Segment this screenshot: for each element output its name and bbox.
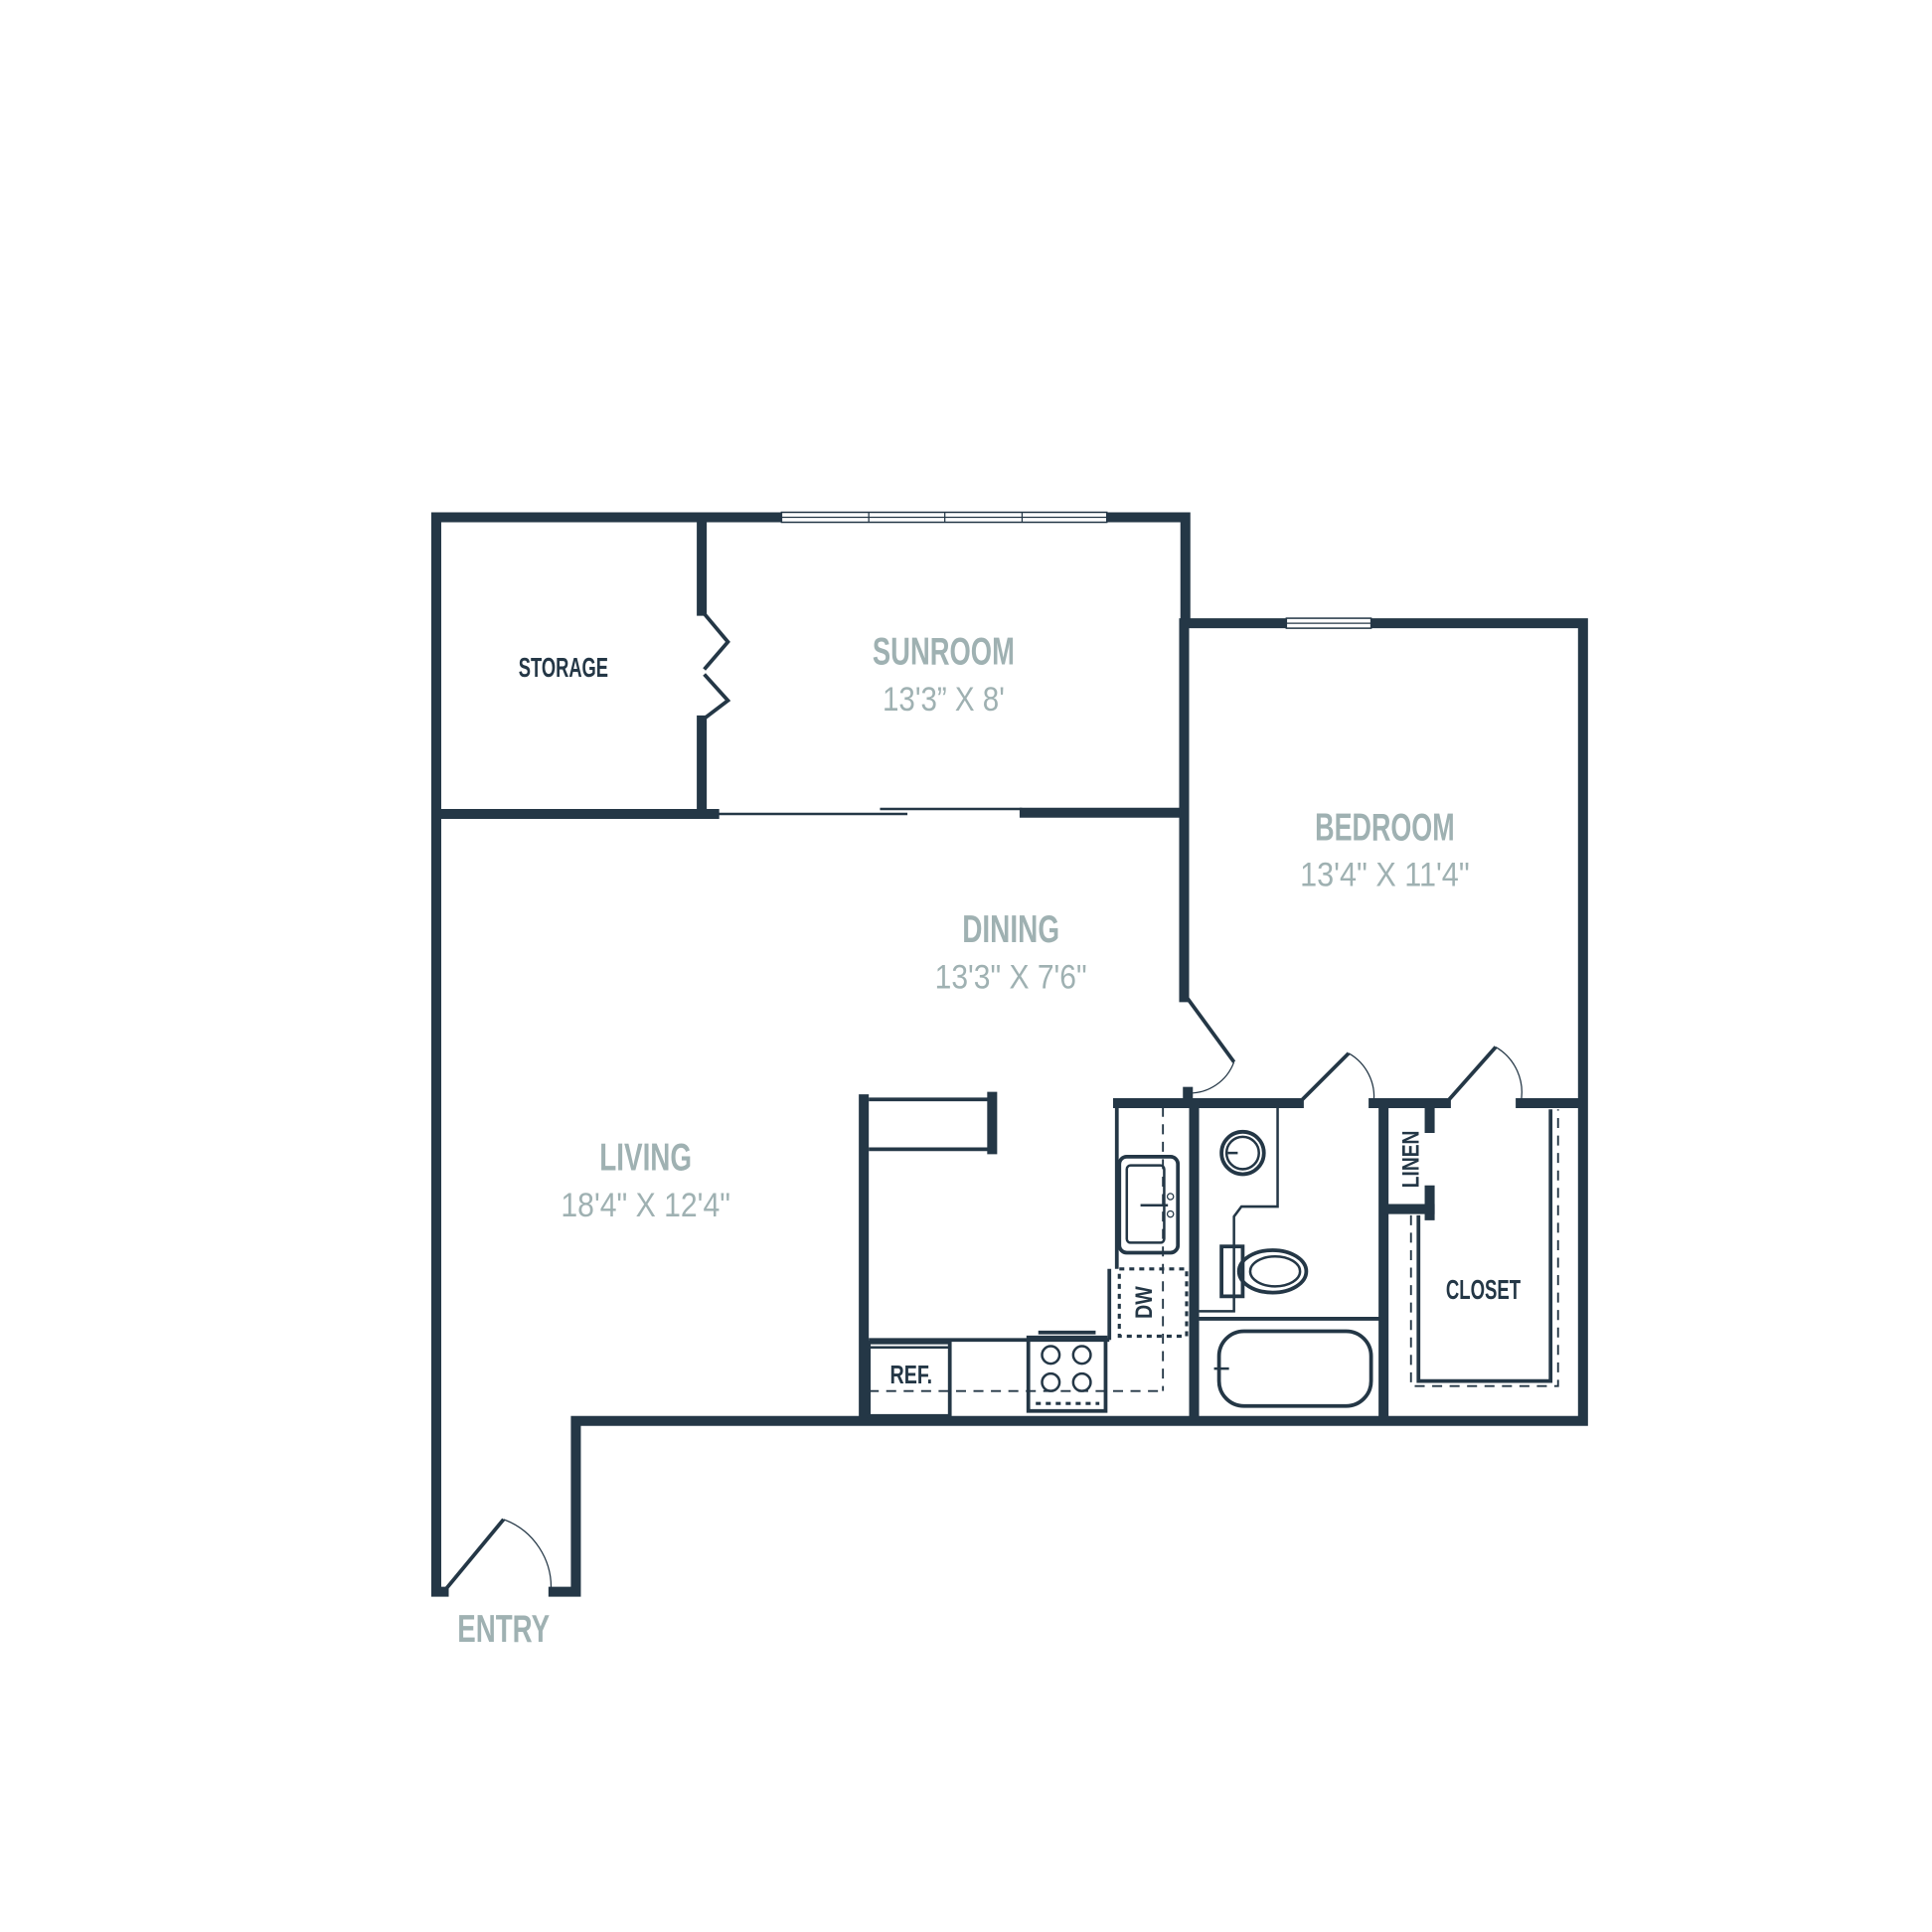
interior-walls: [435, 517, 1583, 1421]
bedroom-door[interactable]: [1185, 996, 1236, 1094]
storage-label: STORAGE: [519, 652, 608, 683]
sunroom-window: [780, 511, 1108, 524]
refrigerator: [867, 1340, 952, 1418]
entry-door[interactable]: [442, 1518, 553, 1593]
bedroom-window: [1285, 617, 1372, 629]
living-label: LIVING: [599, 1137, 692, 1180]
storage-bifold-door[interactable]: [700, 609, 731, 723]
sunroom-dimensions: 13'3” X 8': [883, 681, 1005, 719]
kitchen-sink: [1117, 1155, 1181, 1255]
bathtub: [1199, 1317, 1381, 1408]
stove: [1026, 1330, 1108, 1413]
dishwasher-label: DW: [1131, 1286, 1158, 1319]
dining-dimensions: 13'3" X 7'6": [935, 959, 1087, 997]
dining-label: DINING: [962, 908, 1059, 951]
bedroom-dimensions: 13'4" X 11'4": [1300, 857, 1470, 894]
bathroom-vanity: [1199, 1101, 1279, 1313]
closet-label: CLOSET: [1446, 1274, 1521, 1305]
linen-label: LINEN: [1397, 1131, 1424, 1189]
bedroom-label: BEDROOM: [1315, 806, 1454, 849]
kitchen-counter-outline: [869, 1106, 1165, 1392]
exterior-walls: [430, 512, 1588, 1597]
entry-label: ENTRY: [457, 1608, 550, 1651]
closet-shelf: [1409, 1109, 1559, 1387]
refrigerator-label: REF.: [889, 1360, 932, 1389]
closet-door[interactable]: [1444, 1046, 1523, 1105]
living-dimensions: 18'4" X 12'4": [561, 1187, 730, 1224]
dishwasher: [1117, 1267, 1189, 1339]
toilet: [1219, 1244, 1309, 1299]
sunroom-label: SUNROOM: [873, 630, 1015, 673]
bathroom-door[interactable]: [1297, 1051, 1375, 1105]
